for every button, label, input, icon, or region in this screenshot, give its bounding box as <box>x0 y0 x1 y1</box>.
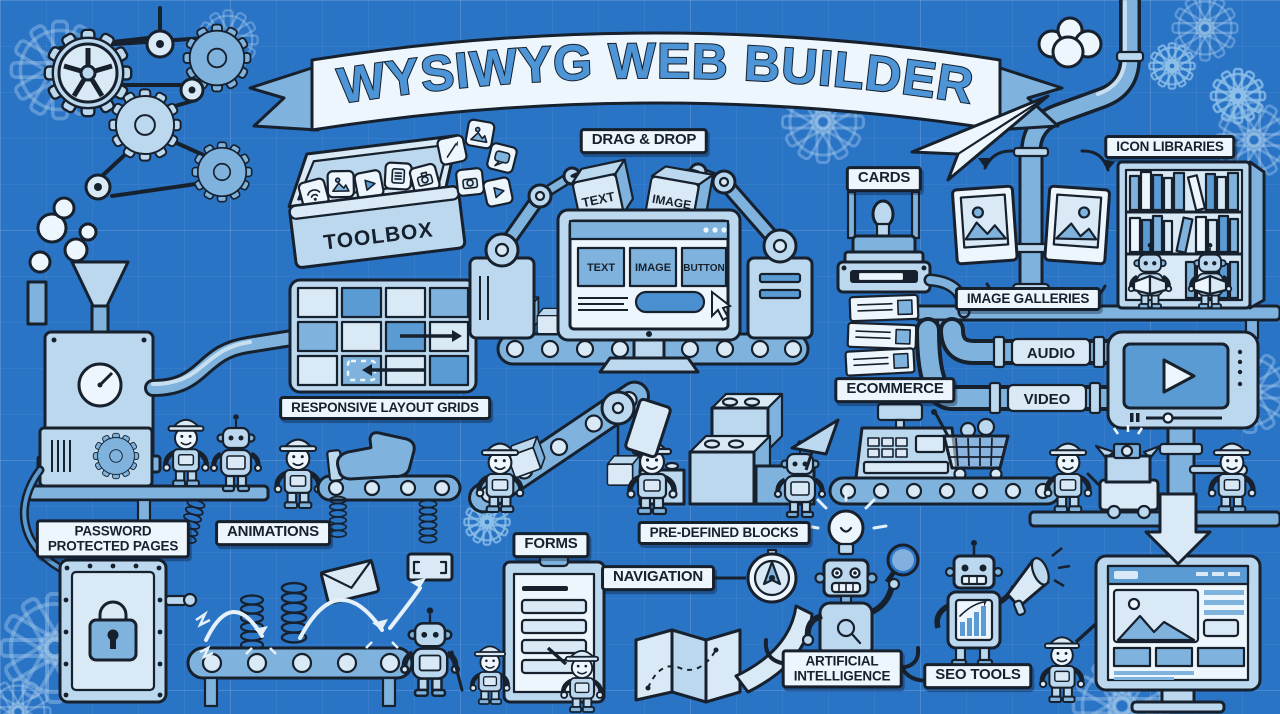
presenter-robot <box>1040 637 1084 702</box>
image-galleries-carousel <box>951 146 1115 311</box>
label-ai-line1: ARTIFICIAL <box>805 653 879 669</box>
box-cart <box>1086 425 1162 520</box>
title-banner: WYSIWYG WEB BUILDER <box>248 31 1064 132</box>
canvas-button-pill <box>634 290 706 314</box>
label-responsive-layout-grids: RESPONSIVE LAYOUT GRIDS <box>279 395 491 421</box>
helper-robot <box>211 414 261 491</box>
navigation-scene <box>634 548 814 704</box>
lightbulb-icon <box>827 509 865 547</box>
ai-scene <box>763 486 921 670</box>
bottom-left-scene <box>26 414 464 708</box>
steam-puffs <box>28 196 98 274</box>
robot-arm-left <box>468 166 596 340</box>
media-pipes: AUDIO VIDEO <box>915 317 1125 415</box>
responsive-grid-panel <box>288 278 478 394</box>
cane-robot <box>401 607 459 695</box>
label-seo-tools: SEO TOOLS <box>923 663 1033 689</box>
crate-text-label: TEXT <box>580 189 616 211</box>
books-row2 <box>1128 214 1240 254</box>
crate-image-label: IMAGE <box>651 192 692 213</box>
label-ecommerce: ECOMMERCE <box>834 377 956 403</box>
photo-frame-right <box>1043 184 1111 266</box>
builder-monitor: TEXT IMAGE BUTTON <box>556 208 742 374</box>
worker-robot <box>163 420 208 486</box>
blocks-scene <box>468 380 840 518</box>
icon-library-bookshelf <box>1116 160 1266 308</box>
magnifier-icon <box>886 543 920 577</box>
label-password-line1: PASSWORD <box>74 523 152 539</box>
label-password-protected-pages: PASSWORD PROTECTED PAGES <box>35 519 191 559</box>
label-ai-line2: INTELLIGENCE <box>793 668 891 684</box>
toolbox-tiles <box>296 161 442 211</box>
label-forms: FORMS <box>512 532 590 558</box>
forms-scene <box>470 543 606 712</box>
valve-robot <box>1209 444 1256 512</box>
ecommerce-scene <box>828 402 1062 506</box>
play-icon <box>1162 358 1196 394</box>
compass <box>746 548 798 604</box>
label-artificial-intelligence: ARTIFICIAL INTELLIGENCE <box>781 649 903 689</box>
cloud-pipe <box>1020 0 1145 163</box>
canvas-block-image: IMAGE <box>635 262 671 274</box>
canvas-block-text: TEXT <box>587 262 615 274</box>
result-monitor-scene <box>1040 492 1262 714</box>
seo-scene <box>898 540 1071 683</box>
delivery-scene <box>1028 425 1280 528</box>
video-pipe-label: VIDEO <box>1024 391 1071 408</box>
robot-arm-right <box>676 162 814 340</box>
password-vault <box>19 465 214 704</box>
photo-frame-left <box>951 184 1019 266</box>
cursor-hand <box>326 431 416 482</box>
flying-tiles <box>435 117 519 209</box>
label-image-galleries: IMAGE GALLERIES <box>954 286 1102 312</box>
steam-cloud <box>1037 16 1103 69</box>
books-row1 <box>1128 170 1240 212</box>
down-arrow <box>1144 492 1212 566</box>
megaphone-icon <box>1006 557 1050 617</box>
running-worker <box>275 440 322 508</box>
bounce-arcs <box>204 578 426 655</box>
label-navigation: NAVIGATION <box>601 565 715 591</box>
label-drag-drop: DRAG & DROP <box>579 128 709 154</box>
canvas-block-button: BUTTON <box>683 263 724 274</box>
audio-pipe-label: AUDIO <box>1027 345 1076 362</box>
cursor-icon <box>711 289 733 322</box>
gear-pulley-machine <box>43 6 253 203</box>
label-cards: CARDS <box>845 166 923 192</box>
paper-plane <box>910 94 1050 182</box>
label-password-line2: PROTECTED PAGES <box>47 538 179 554</box>
envelope <box>319 559 380 605</box>
label-icon-libraries: ICON LIBRARIES <box>1104 134 1236 160</box>
label-predefined-blocks: PRE-DEFINED BLOCKS <box>637 520 811 546</box>
toolbox: TOOLBOX <box>287 133 467 269</box>
label-animations: ANIMATIONS <box>215 520 331 546</box>
drag-drop-scene: TEXT IMAGE TEXT IMAGE BUTTON <box>468 158 814 374</box>
